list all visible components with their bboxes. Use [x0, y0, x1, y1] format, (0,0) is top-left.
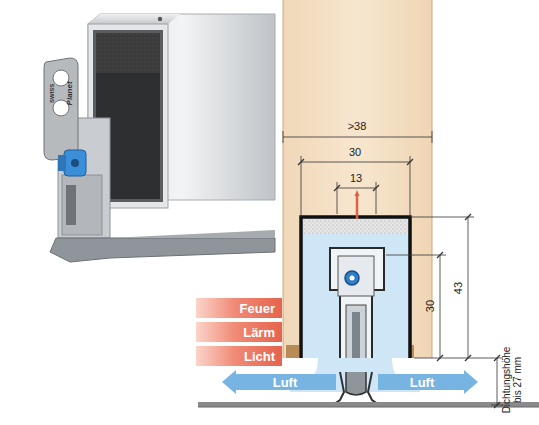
band-text: Lärm [243, 326, 275, 339]
arrow-text: Luft [273, 376, 298, 389]
product-photo [44, 14, 275, 262]
product-name: Planet [66, 81, 75, 105]
dimension-label: 43 [452, 282, 464, 294]
seal-height-label: Dichtungshöhe bis 27 mm [501, 343, 523, 417]
arrow-fill [222, 370, 336, 394]
dimension-label: 13 [350, 172, 362, 184]
band-text: Feuer [240, 302, 275, 315]
arrow-fill [378, 370, 478, 394]
band-text: Licht [244, 350, 275, 363]
dimension-label: 30 [349, 146, 361, 158]
dimension-lines [283, 131, 503, 405]
arrow-text: Luft [410, 376, 435, 389]
hazard-band: Lärm [196, 321, 282, 342]
dimension-label: 30 [424, 300, 436, 312]
hazard-band: Feuer [196, 297, 282, 318]
dimension-ticks [298, 159, 500, 408]
air-arrow: Luft [222, 370, 336, 394]
hazard-band: Licht [196, 345, 282, 366]
dimension-label: >38 [348, 120, 367, 132]
air-arrow: Luft [378, 370, 478, 394]
brand-mark: SWISS [50, 83, 57, 102]
